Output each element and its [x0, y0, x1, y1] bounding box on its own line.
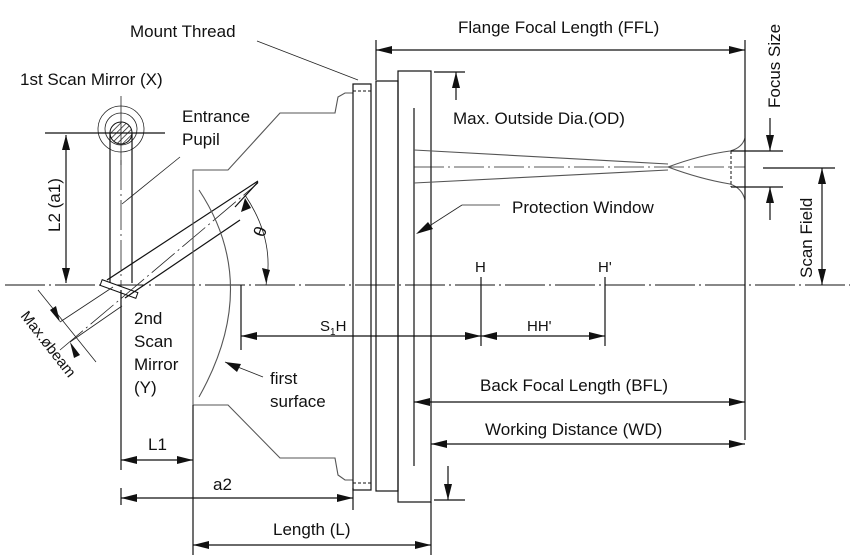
h-prime-label: H' [598, 259, 612, 276]
first-surface-label-line2: surface [270, 392, 326, 411]
a2-label: a2 [213, 475, 232, 494]
caustic-lower [667, 166, 746, 201]
scan-field-dimension [763, 167, 835, 285]
h-label: H [475, 259, 486, 276]
housing-top-profile [192, 92, 353, 405]
length-dimension [193, 502, 432, 555]
second-mirror-label-line1: 2nd [134, 309, 162, 328]
first-surface-arc [198, 189, 232, 398]
max-od-dimension [434, 71, 465, 501]
first-surface-arrow [225, 362, 241, 372]
housing-bottom-profile [193, 404, 353, 481]
mount-thread-leader [256, 40, 359, 81]
beam-lower-edge [124, 219, 241, 299]
a2-dimension [120, 488, 354, 510]
second-mirror-label-line4: (Y) [134, 378, 157, 397]
flange-ring [375, 80, 399, 492]
ffl-label: Flange Focal Length (FFL) [458, 18, 659, 37]
ffl-dimension [375, 40, 746, 440]
lens-barrel [397, 70, 432, 503]
entrance-pupil-label-line2: Pupil [182, 130, 220, 149]
mirror-y-plate [99, 279, 139, 299]
cone-upper [413, 149, 669, 165]
second-scan-mirror [59, 180, 259, 470]
hh-prime-dimension [481, 332, 605, 340]
beam-centerline [59, 182, 259, 351]
scan-field-label: Scan Field [797, 198, 816, 278]
entrance-pupil-label-line1: Entrance [182, 107, 250, 126]
wd-label: Working Distance (WD) [485, 420, 662, 439]
first-surface-label-line1: first [270, 369, 298, 388]
principal-planes [480, 277, 606, 346]
hh-prime-label: HH' [527, 318, 552, 335]
l1-label: L1 [148, 435, 167, 454]
bfl-label: Back Focal Length (BFL) [480, 376, 668, 395]
theta-label: θ [250, 224, 271, 239]
first-scan-mirror-label: 1st Scan Mirror (X) [20, 70, 163, 89]
max-od-label: Max. Outside Dia.(OD) [453, 109, 625, 128]
cone-lower [413, 169, 669, 184]
protection-window-label: Protection Window [512, 198, 654, 217]
max-beam-label: Max.øbeam [17, 308, 79, 381]
beam-upper-edge [106, 180, 259, 281]
bfl-dimension [414, 398, 745, 406]
theta-reference-line [234, 181, 259, 208]
focus-size-dimension [731, 118, 783, 220]
mount-and-flange [352, 70, 432, 503]
l2-dimension [62, 135, 70, 283]
max-beam-dimension [37, 286, 123, 363]
focused-beam [413, 137, 746, 201]
mount-thread-ring [352, 83, 372, 491]
protection-window-arrow [416, 222, 433, 234]
second-mirror-label-line2: Scan [134, 332, 173, 351]
caustic-upper [667, 137, 746, 168]
focus-size-label: Focus Size [765, 24, 784, 108]
s1h-label: S1H [320, 318, 346, 338]
l2-a1-label: L2 (a1) [45, 178, 64, 232]
entrance-pupil-leader [121, 156, 181, 205]
second-mirror-label-line3: Mirror [134, 355, 179, 374]
mount-thread-label: Mount Thread [130, 22, 236, 41]
wd-dimension [431, 440, 745, 448]
length-label: Length (L) [273, 520, 351, 539]
lens-housing [192, 92, 353, 481]
s1h-dimension [240, 285, 481, 350]
l1-dimension [121, 405, 194, 555]
